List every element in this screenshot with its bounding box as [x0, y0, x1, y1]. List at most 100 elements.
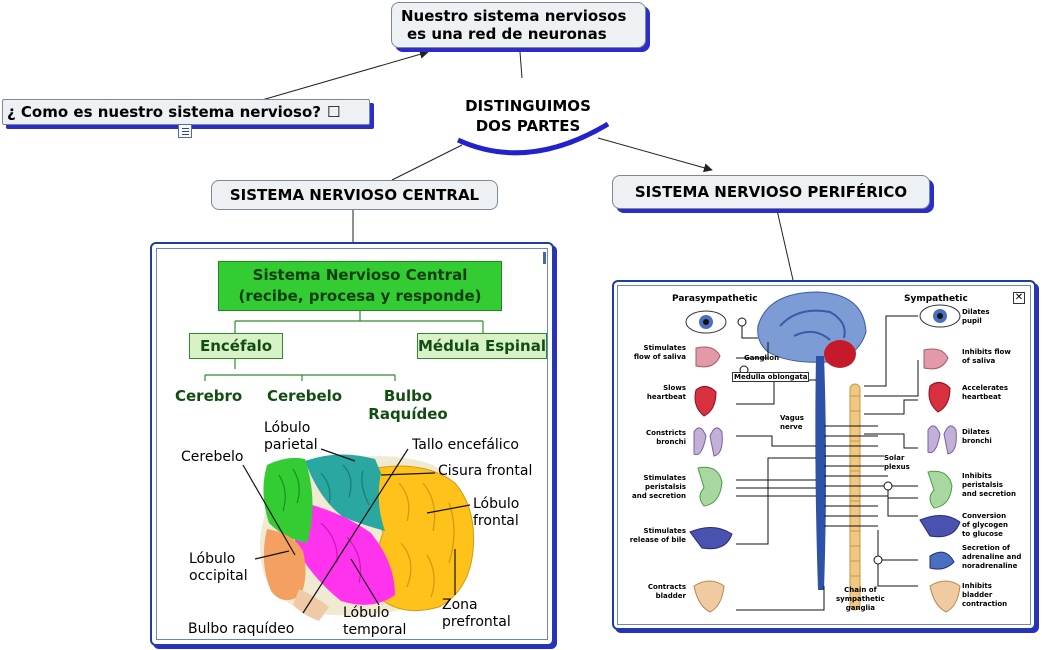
- sympathetic-label: Sympathetic: [904, 294, 968, 304]
- top-node-line1: Nuestro sistema nerviosos: [401, 7, 627, 25]
- occipital-label: Lóbulo occipital: [189, 551, 248, 585]
- zona-line1: Zona: [442, 597, 478, 613]
- chain-line3: ganglia: [845, 604, 875, 612]
- center-node[interactable]: DISTINGUIMOS DOS PARTES: [450, 96, 606, 136]
- link-peripheral-to-image: [776, 209, 794, 281]
- peripheral-image-panel: ✕: [612, 280, 1036, 630]
- frontal-line1: Lóbulo: [473, 496, 520, 512]
- effect-label-line: Accelerates: [962, 384, 1009, 392]
- effect-label-line: contraction: [962, 600, 1008, 608]
- top-node[interactable]: Nuestro sistema nerviosos es una red de …: [391, 2, 646, 48]
- occipital-line1: Lóbulo: [189, 551, 236, 567]
- solar-line1: Solar: [884, 454, 905, 462]
- resize-handle[interactable]: [543, 252, 546, 264]
- central-node[interactable]: SISTEMA NERVIOSO CENTRAL: [211, 180, 498, 210]
- effect-label-line: Dilates: [962, 308, 990, 316]
- lobe-temporal: [295, 503, 395, 605]
- vagus-line1: Vagus: [780, 414, 804, 422]
- peripheral-node[interactable]: SISTEMA NERVIOSO PERIFÉRICO: [612, 175, 930, 209]
- snc-title-line2: (recibe, procesa y responde): [238, 287, 482, 305]
- effect-label-line: bronchi: [656, 438, 686, 446]
- question-node[interactable]: ¿ Como es nuestro sistema nervioso? ☐: [2, 99, 370, 125]
- central-image: Sistema Nervioso Central (recibe, proces…: [156, 248, 548, 640]
- effect-label-line: Dilates: [962, 428, 990, 436]
- brain-illustration: [242, 448, 475, 621]
- link-center-to-top: [519, 51, 523, 79]
- effect-label-line: heartbeat: [646, 393, 686, 401]
- effect-label-line: Secretion of: [962, 544, 1010, 552]
- chain-line2: sympathetic: [836, 595, 885, 603]
- bulbo-tree-line2: Raquídeo: [368, 405, 448, 423]
- frontal-label: Lóbulo frontal: [473, 496, 519, 530]
- effect-label-line: of saliva: [962, 357, 996, 365]
- bulbo-tree-label: Bulbo Raquídeo: [365, 387, 451, 423]
- tallo-label: Tallo encefálico: [412, 437, 519, 453]
- cerebellum: [263, 529, 306, 601]
- temporal-label: Lóbulo temporal: [343, 605, 406, 639]
- effect-label-line: Stimulates: [643, 344, 686, 352]
- solar-label: Solar plexus: [884, 454, 910, 472]
- parietal-line2: parietal: [264, 437, 318, 453]
- parietal-line1: Lóbulo: [264, 420, 311, 436]
- lobe-parietal: [305, 454, 385, 531]
- effect-label-line: adrenaline and: [962, 553, 1022, 561]
- effect-label-line: Slows: [663, 384, 686, 392]
- vagus-line2: nerve: [780, 423, 803, 431]
- close-icon-glyph: ✕: [1014, 292, 1024, 303]
- effect-label-line: to glucose: [962, 530, 1003, 538]
- medulla-label: Medulla oblongata: [732, 372, 810, 382]
- center-node-line1: DISTINGUIMOS: [465, 97, 591, 115]
- autonomic-diagram: [685, 291, 961, 613]
- cisura-label: Cisura frontal: [438, 463, 533, 479]
- effect-label-line: Stimulates: [643, 474, 686, 482]
- effect-label-line: of glycogen: [962, 521, 1008, 529]
- bulbo-img-label: Bulbo raquídeo: [188, 621, 295, 637]
- effect-label-line: Stimulates: [643, 527, 686, 535]
- chain-line1: Chain of: [844, 586, 877, 594]
- cerebro-label: Cerebro: [175, 387, 243, 405]
- cerebelo-img-label: Cerebelo: [181, 449, 244, 465]
- question-checkbox[interactable]: ☐: [327, 103, 341, 121]
- question-node-text: ¿ Como es nuestro sistema nervioso?: [7, 103, 321, 121]
- encefalo-box: Encéfalo: [189, 333, 283, 359]
- occipital-line2: occipital: [189, 568, 248, 584]
- effect-label-line: and secretion: [632, 492, 686, 500]
- top-node-line2: es una red de neuronas: [407, 25, 607, 43]
- left-organs: [685, 310, 733, 613]
- zona-line2: prefrontal: [442, 614, 511, 630]
- frontal-line2: frontal: [473, 513, 519, 529]
- ganglion-label: Ganglion: [744, 354, 780, 362]
- temporal-line2: temporal: [343, 622, 407, 638]
- note-icon[interactable]: [178, 124, 192, 138]
- peripheral-node-text: SISTEMA NERVIOSO PERIFÉRICO: [634, 183, 908, 201]
- snc-tree-lines: [204, 311, 484, 381]
- effect-label-line: Inhibits: [962, 582, 992, 590]
- lobe-frontal: [370, 465, 475, 612]
- cerebelo-tree-label: Cerebelo: [267, 387, 343, 405]
- effect-label-line: peristalsis: [645, 483, 686, 491]
- close-icon[interactable]: ✕: [1013, 292, 1025, 304]
- effect-label-line: bladder: [962, 591, 993, 599]
- parietal-label: Lóbulo parietal: [264, 420, 318, 454]
- parasympathetic-label: Parasympathetic: [672, 294, 758, 304]
- effect-label-line: heartbeat: [962, 393, 1002, 401]
- effect-label-line: Inhibits: [962, 472, 992, 480]
- effect-label-line: peristalsis: [962, 481, 1003, 489]
- central-image-panel: Sistema Nervioso Central (recibe, proces…: [150, 242, 554, 646]
- effect-label-line: Contracts: [647, 583, 686, 591]
- medula-text: Médula Espinal: [418, 337, 546, 355]
- right-organs: [919, 304, 961, 613]
- effect-label-line: release of bile: [629, 536, 686, 544]
